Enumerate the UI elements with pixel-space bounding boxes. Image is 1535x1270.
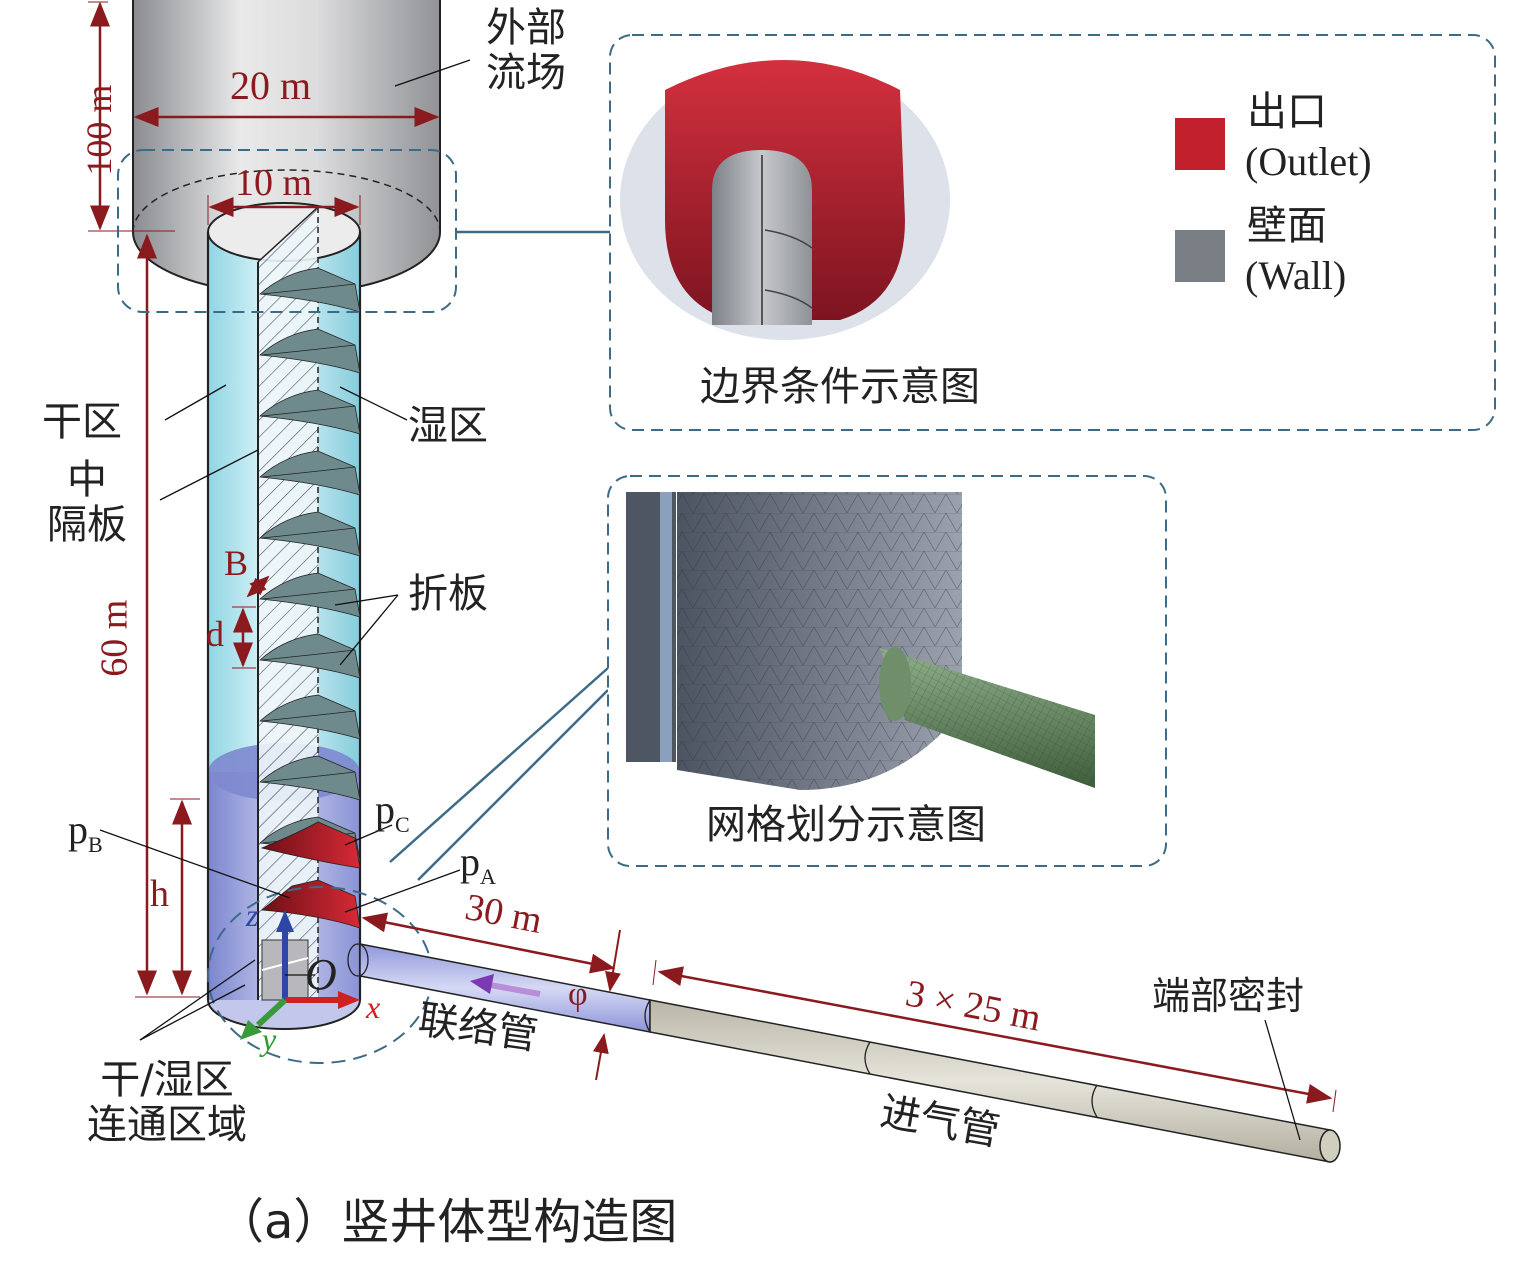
label-baffles: 折板 [408,571,488,617]
label-end-seal: 端部密封 [1152,974,1305,1018]
figure-caption: （a）竖井体型构造图 [216,1194,678,1250]
baffle-edge [261,283,356,295]
baffle-edge [261,344,356,356]
label-mid-partition-line1: 中 [67,457,107,503]
baffle-plate [259,633,361,679]
label-external-flow: 外部 流场 [486,6,566,96]
label-point-b: pB [68,807,103,858]
junction-detail-box [117,149,457,313]
label-connection-zone-line1: 干/湿区 [100,1057,234,1103]
baffle-edge [261,405,356,417]
point-c-symbol: p [375,787,395,832]
dim-outer-height: 100 m [78,84,119,176]
label-dry-zone: 干区 [42,399,122,445]
label-axis-z: z [246,897,259,933]
label-mid-partition: 中 隔板 [42,458,132,548]
label-axis-y: y [262,1021,277,1057]
point-a-subscript: A [480,864,496,889]
baffle-plate [259,450,361,496]
dim-baffle-width: B [224,543,249,583]
legend-outlet-swatch [1175,118,1225,170]
legend-wall-swatch [1175,230,1225,282]
label-external-flow-line1: 外部 [486,5,566,51]
dim-outer-diameter: 20 m [230,63,312,108]
baffle-edge [261,771,356,783]
label-external-flow-line2: 流场 [486,49,566,96]
point-b-symbol: p [68,807,88,852]
baffle-plate [259,511,361,557]
label-origin: O [305,950,337,999]
measurement-baffle-c [260,821,361,869]
baffle-plate [259,694,361,740]
dim-baffle-spacing: d [206,614,224,654]
label-wet-zone: 湿区 [408,403,488,449]
dimension-lines [88,1,1337,1113]
baffle-edge [261,527,356,539]
dim-shaft-height: 60 m [93,599,136,677]
baffle-edge [261,466,356,478]
legend-outlet-en: (Outlet) [1245,139,1372,184]
end-seal-cap [1319,1129,1341,1163]
label-connection-zone-line2: 连通区域 [87,1101,247,1148]
point-c-subscript: C [395,812,410,837]
baffle-edge [261,649,356,661]
point-b-subscript: B [88,832,103,857]
label-mid-partition-line2: 隔板 [47,501,127,548]
label-point-c: pC [375,787,410,838]
legend-wall-label: 壁面 [1247,203,1327,249]
legend-outlet-label: 出口 [1247,89,1327,135]
coordinate-axes [240,910,360,1040]
mesh-panel-title: 网格划分示意图 [706,802,986,848]
label-point-a: pA [460,839,496,890]
label-connection-zone: 干/湿区 连通区域 [62,1058,272,1148]
baffle-plate [259,267,361,313]
boundary-condition-panel [609,34,1496,431]
dim-h: h [150,873,169,915]
label-axis-x: x [366,989,381,1025]
dim-pipe-diameter: φ [568,976,588,1013]
point-a-symbol: p [460,839,480,884]
leader-lines [99,59,1301,1141]
baffle-plate [259,389,361,435]
baffle-edge [261,588,356,600]
boundary-panel-title: 边界条件示意图 [700,364,980,410]
baffle-plate [259,572,361,618]
callout-connectors [389,230,610,881]
measurement-baffle-ab [260,879,361,929]
baffle-plate [259,328,361,374]
baffle-edge [261,710,356,722]
baffle-plate [259,755,361,801]
legend-wall-en: (Wall) [1245,253,1347,298]
mesh-panel [607,475,1167,867]
dim-shaft-diameter: 10 m [235,162,313,204]
